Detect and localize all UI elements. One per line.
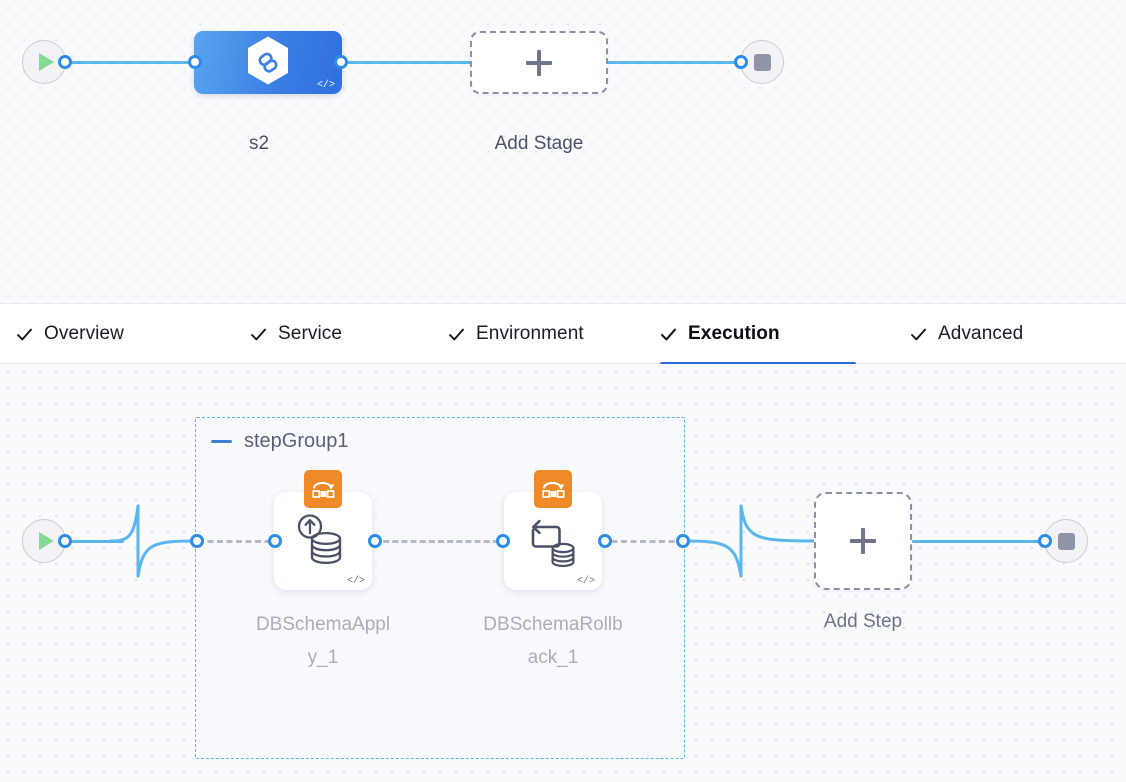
execution-start-node[interactable]	[22, 519, 66, 563]
wire-addstage-to-end	[600, 61, 750, 64]
step-group-container[interactable]	[195, 417, 685, 759]
stage-output-port[interactable]	[334, 55, 348, 69]
add-stage-label: Add Stage	[494, 133, 584, 154]
execution-end-input-port[interactable]	[1038, 534, 1052, 548]
wire-dashed-to-step1	[198, 540, 280, 543]
tab-overview-label: Overview	[44, 323, 124, 344]
wire-start-to-stage	[64, 61, 204, 64]
deployment-hexagon-icon	[244, 34, 292, 91]
step-node-dbschemaapply[interactable]: </>	[274, 470, 372, 590]
tab-advanced[interactable]: Advanced	[910, 304, 1023, 364]
check-icon	[250, 326, 267, 343]
step1-code-badge-icon[interactable]: </>	[346, 576, 365, 587]
stage-canvas[interactable]: </> s2 Add Stage	[0, 0, 1126, 303]
tab-service[interactable]: Service	[250, 304, 342, 364]
tab-execution-active-underline	[660, 362, 856, 365]
check-icon	[910, 326, 927, 343]
end-input-port[interactable]	[734, 55, 748, 69]
tab-advanced-label: Advanced	[938, 323, 1024, 344]
play-icon	[38, 53, 54, 71]
tab-service-label: Service	[278, 323, 343, 344]
wire-dashed-step2-out	[602, 540, 684, 543]
step-group-output-port[interactable]	[676, 534, 690, 548]
wire-start-segment	[64, 540, 124, 543]
check-icon	[448, 326, 465, 343]
tab-overview[interactable]: Overview	[16, 304, 124, 364]
step-group-input-port[interactable]	[190, 534, 204, 548]
stage-node-s2[interactable]: </>	[194, 31, 342, 94]
database-upload-icon	[292, 509, 354, 576]
step2-input-port[interactable]	[496, 534, 510, 548]
step-group-header[interactable]: stepGroup1	[211, 430, 349, 453]
wire-addstep-to-end	[912, 540, 1044, 543]
add-step-button[interactable]	[814, 492, 912, 590]
db-schema-apply-badge-icon	[304, 470, 342, 508]
step-node-dbschemarollback[interactable]: </>	[504, 470, 602, 590]
plus-icon	[850, 528, 876, 554]
stage-code-badge-icon[interactable]: </>	[316, 80, 335, 91]
wire-curve-out-of-group	[686, 504, 816, 578]
execution-canvas[interactable]: stepGroup1	[0, 364, 1126, 782]
tab-execution-label: Execution	[688, 323, 780, 344]
stage-config-tabs: Overview Service Environment Execution	[0, 303, 1126, 365]
add-stage-button[interactable]	[470, 31, 608, 94]
execution-start-output-port[interactable]	[58, 534, 72, 548]
step1-output-port[interactable]	[368, 534, 382, 548]
check-icon	[660, 326, 677, 343]
minus-icon[interactable]	[211, 440, 232, 443]
tab-environment-label: Environment	[476, 323, 584, 344]
step2-code-badge-icon[interactable]: </>	[576, 576, 595, 587]
db-schema-rollback-badge-icon	[534, 470, 572, 508]
stop-icon	[753, 53, 771, 71]
tab-environment[interactable]: Environment	[448, 304, 584, 364]
step1-input-port[interactable]	[268, 534, 282, 548]
wire-curve-into-group	[108, 504, 194, 578]
start-output-port[interactable]	[58, 55, 72, 69]
plus-icon	[526, 49, 552, 76]
stage-input-port[interactable]	[188, 55, 202, 69]
add-step-label: Add Step	[823, 611, 903, 632]
step-group-title: stepGroup1	[244, 430, 349, 452]
database-rollback-icon	[522, 509, 584, 576]
stage-label: s2	[248, 133, 270, 154]
step2-output-port[interactable]	[598, 534, 612, 548]
play-icon	[38, 532, 54, 550]
stop-icon	[1057, 532, 1075, 550]
wire-stage-to-addstage	[336, 61, 476, 64]
check-icon	[16, 326, 33, 343]
tab-execution[interactable]: Execution	[660, 304, 856, 365]
wire-dashed-step1-to-step2	[374, 540, 508, 543]
